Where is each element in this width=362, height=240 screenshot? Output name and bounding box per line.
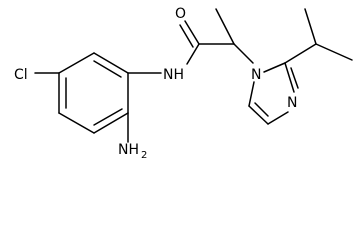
bond-c5-n1 xyxy=(248,81,255,107)
bond-calpha-methyl xyxy=(215,8,235,45)
bond-nh-carbonyl xyxy=(186,43,200,65)
atom-chlorine: Cl xyxy=(14,67,28,83)
benzene-ring xyxy=(58,52,129,134)
molecule-drawing: O NH Cl NH 2 N N xyxy=(14,6,353,158)
atom-amino-n: NH xyxy=(118,142,139,158)
bond-c2-c3-double xyxy=(93,108,123,126)
atom-imidazole-n3: N xyxy=(287,95,297,111)
atom-oxygen: O xyxy=(175,6,186,22)
bond-c2-n3-double xyxy=(290,67,299,89)
bond-ch-me1 xyxy=(304,8,317,45)
bond-c6-c1 xyxy=(93,52,129,74)
bond-calpha-n1 xyxy=(233,43,254,64)
atom-amino-subscript: 2 xyxy=(141,150,147,158)
imidazole-ring xyxy=(248,62,299,125)
bond-c2-n3 xyxy=(284,62,295,93)
bond-ch-me2 xyxy=(315,43,353,61)
bond-c6-c1-double xyxy=(93,60,122,78)
bond-carbonyl-o-double xyxy=(179,24,194,48)
atom-amide-nh: NH xyxy=(163,67,184,83)
bond-n1-c2 xyxy=(263,62,286,73)
bond-c2-c3 xyxy=(93,112,129,134)
bond-c2-ch xyxy=(284,43,317,64)
bond-c4-c5 xyxy=(248,105,269,125)
bond-c3-c4 xyxy=(58,112,95,134)
structure-diagram: O NH Cl NH 2 N N xyxy=(14,6,353,158)
bond-c4-c5-double xyxy=(254,102,269,117)
bond-carbonyl-o xyxy=(184,20,200,45)
atom-imidazole-n1: N xyxy=(251,67,261,83)
bond-c5-c6 xyxy=(58,52,95,74)
bond-n3-c4 xyxy=(267,111,289,125)
